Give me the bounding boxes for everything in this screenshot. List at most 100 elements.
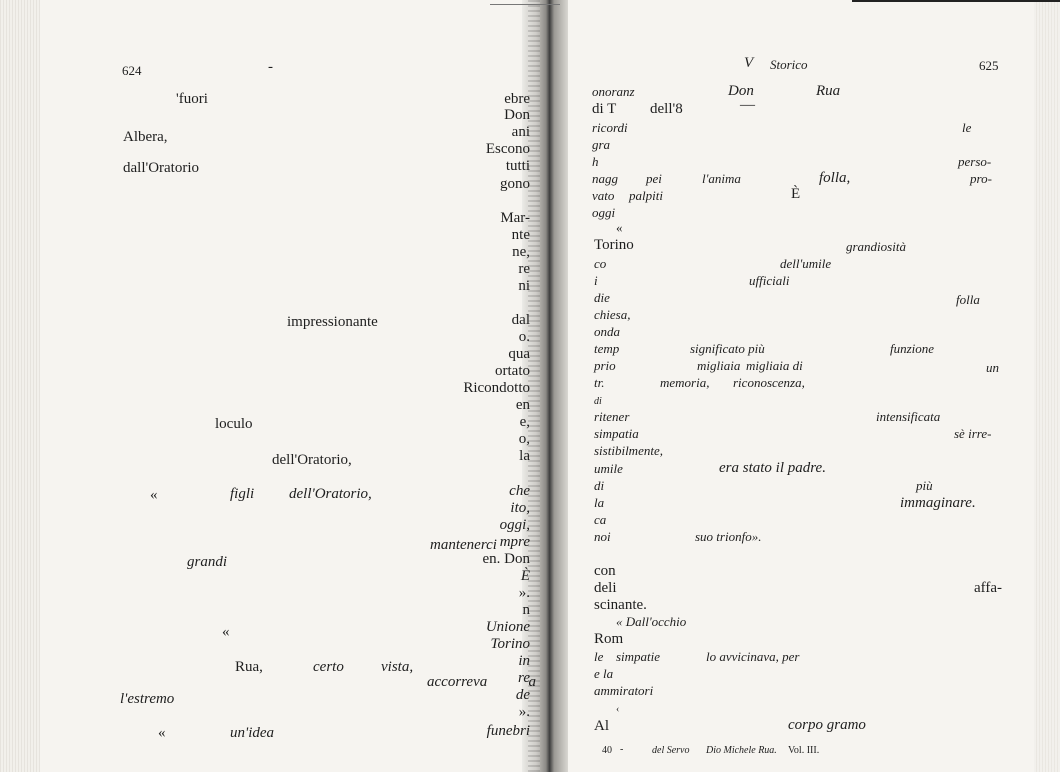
text-fragment: l'anima (702, 171, 741, 186)
text-fragment: un'idea (230, 725, 275, 741)
edge-fragment: ortato (495, 363, 530, 379)
right-page-edge (1034, 0, 1060, 772)
edge-fragment: tutti (505, 158, 530, 174)
book-gutter (522, 0, 568, 772)
text-fragment: 'fuori (176, 91, 208, 107)
edge-fragment: o, (518, 431, 530, 447)
text-fragment: più (916, 478, 933, 493)
text-fragment: Don (728, 83, 754, 99)
text-fragment: ritener (594, 409, 630, 424)
text-fragment: ca (594, 512, 607, 527)
text-fragment: vato (592, 188, 615, 203)
edge-fragment: Mar- (500, 210, 530, 226)
text-fragment: deli (594, 580, 617, 596)
edge-fragment: la (519, 448, 530, 464)
top-rule (852, 0, 1060, 2)
text-fragment: dell'umile (780, 256, 832, 271)
text-fragment: co (594, 256, 607, 271)
text-fragment: — (740, 97, 755, 113)
text-fragment: chiesa, (594, 307, 631, 322)
text-fragment: vista, (381, 659, 414, 675)
page-number: 625 (979, 58, 999, 73)
text-fragment: folla (956, 292, 980, 307)
edge-fragment: Torino (490, 636, 530, 652)
edge-fragment: ito, (510, 500, 530, 516)
text-fragment: Albera, (123, 129, 168, 145)
edge-fragment: e, (519, 414, 530, 430)
edge-fragment: ». (518, 704, 530, 720)
edge-fragment: ani (511, 124, 530, 140)
page-number: 624 (122, 63, 142, 78)
text-fragment: lo avvicinava, per (706, 649, 800, 664)
edge-fragment: gono (500, 176, 530, 192)
text-fragment: accorreva (427, 674, 488, 690)
text-fragment: « (222, 624, 230, 640)
footer-text: del Servo (652, 745, 690, 756)
edge-fragment: nte (511, 227, 530, 243)
text-fragment: « (616, 220, 623, 235)
text-fragment: riconoscenza, (733, 375, 805, 390)
edge-fragment: È (520, 568, 530, 584)
edge-fragment: Escono (485, 141, 530, 157)
text-fragment: perso- (958, 154, 992, 169)
text-fragment: corpo gramo (788, 717, 866, 733)
text-fragment: umile (594, 461, 623, 476)
edge-fragment: ebre (504, 91, 530, 107)
text-fragment: Rua (816, 83, 841, 99)
edge-fragment: Don (504, 107, 530, 123)
edge-fragment: n (522, 602, 531, 618)
text-fragment: di (594, 396, 602, 407)
text-fragment: h (592, 154, 599, 169)
text-fragment: figli (230, 486, 255, 502)
text-fragment: scinante. (594, 597, 647, 613)
text-fragment: tr. (594, 375, 605, 390)
text-fragment: ufficiali (749, 273, 790, 288)
text-fragment: ammiratori (594, 683, 654, 698)
edge-fragment: a (528, 674, 537, 690)
text-fragment: migliaia di (746, 358, 803, 373)
text-fragment: « Dall'occhio (616, 614, 687, 629)
text-fragment: simpatia (594, 426, 639, 441)
text-fragment: ricordi (592, 120, 628, 135)
edge-fragment: Ricondotto (463, 380, 530, 396)
text-fragment: la (594, 495, 605, 510)
gutter-shadow (528, 0, 540, 772)
text-fragment: dell'Oratorio, (289, 486, 372, 502)
text-fragment: con (594, 563, 616, 579)
text-fragment: immaginare. (900, 495, 976, 511)
text-fragment: « (158, 725, 166, 741)
text-fragment: funzione (890, 341, 935, 356)
footer-text: Dio Michele Rua. (706, 745, 777, 756)
left-page: 624 - 'fuori Albera, dall'Oratorio impre… (120, 59, 537, 741)
edge-fragment: qua (508, 346, 530, 362)
text-fragment: sistibilmente, (594, 443, 663, 458)
left-page-edge (0, 0, 40, 772)
footer-dash: - (620, 744, 624, 755)
text-fragment: pro- (970, 171, 992, 186)
footer-volume: Vol. III. (788, 745, 820, 756)
edge-fragment: o. (518, 329, 530, 345)
text-fragment: nagg (592, 171, 618, 186)
text-fragment: palpiti (629, 188, 663, 203)
edge-fragment: Unione (485, 619, 530, 635)
text-fragment: mantenerci (430, 537, 497, 553)
text-fragment: grandi (187, 554, 228, 570)
text-fragment: ‹ (616, 704, 620, 715)
text-fragment: era stato il padre. (719, 460, 826, 476)
edge-fragment: en. Don (482, 551, 531, 567)
text-fragment: oggi (592, 205, 616, 220)
text-fragment: noi (594, 529, 611, 544)
text-fragment: dell'8 (650, 101, 683, 117)
text-fragment: prio (594, 358, 616, 373)
edge-fragment: ». (518, 585, 530, 601)
text-fragment: dall'Oratorio (123, 160, 200, 176)
running-head-numeral: V (744, 55, 754, 71)
text-fragment: migliaia (697, 358, 741, 373)
text-fragment: l'estremo (120, 691, 175, 707)
text-fragment: significato più (690, 341, 765, 356)
text-fragment: le (962, 120, 972, 135)
text-fragment: pei (646, 171, 662, 186)
text-fragment: e la (594, 666, 614, 681)
text-fragment: Rua, (235, 659, 263, 675)
text-fragment: sè irre- (954, 426, 992, 441)
